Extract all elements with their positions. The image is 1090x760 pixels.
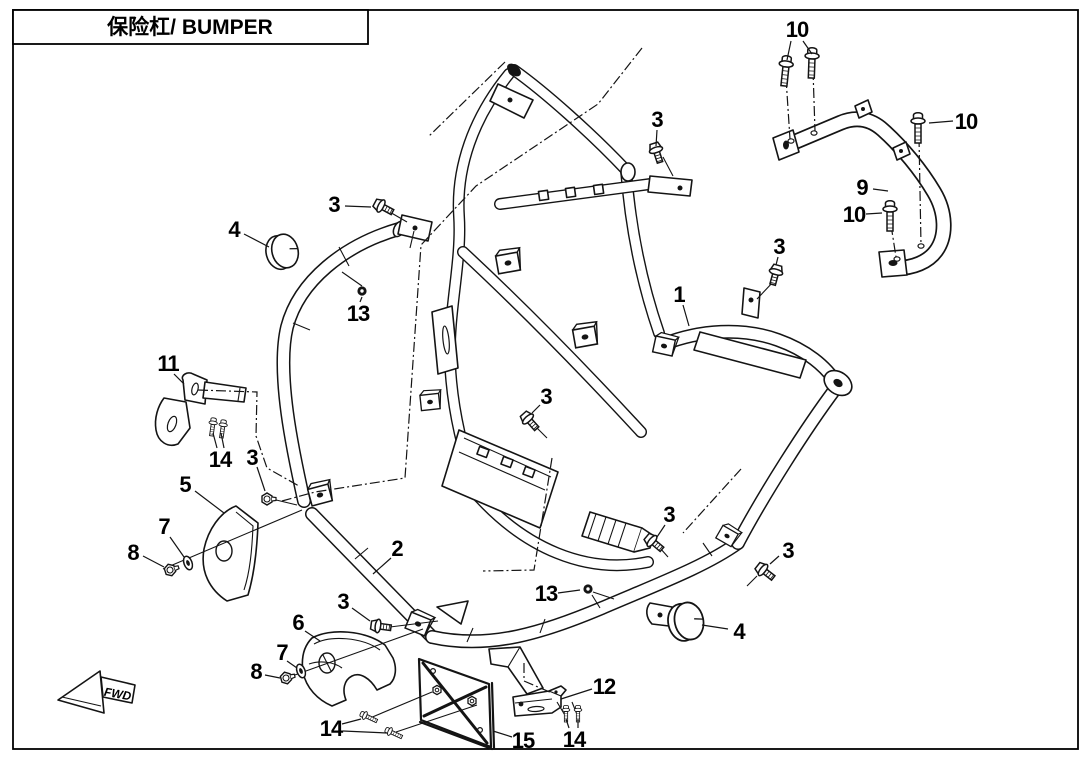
- callout-leader-2: [372, 557, 392, 575]
- callout-label-13: 13: [535, 581, 558, 606]
- phantom-reference-lines: [197, 47, 922, 694]
- callout-leader-14: [565, 718, 570, 729]
- callout-label-3: 3: [773, 234, 785, 259]
- callout-leader-9: [872, 188, 889, 192]
- callout-leader-7: [286, 660, 298, 669]
- callout-leader-5: [194, 490, 225, 514]
- callout-leader-3: [775, 256, 779, 266]
- callout-label-3: 3: [651, 107, 663, 132]
- nut-part13: [357, 286, 367, 296]
- callout-leader-3: [655, 129, 658, 147]
- callout-leader-3: [769, 555, 780, 565]
- callout-label-10: 10: [786, 17, 809, 42]
- callout-label-7: 7: [276, 640, 288, 665]
- callout-leader-12: [560, 688, 593, 700]
- callout-label-14: 14: [320, 716, 344, 741]
- nut-part13: [583, 584, 593, 594]
- callout-label-4: 4: [733, 619, 746, 644]
- callout-leader-3: [656, 524, 666, 538]
- callout-leader-3: [256, 466, 266, 492]
- callout-label-3: 3: [246, 445, 258, 470]
- bracket-part11: [154, 372, 247, 446]
- callout-label-7: 7: [158, 514, 170, 539]
- callout-leader-14: [342, 730, 388, 734]
- callout-label-8: 8: [250, 659, 262, 684]
- callout-label-8: 8: [127, 540, 139, 565]
- callout-label-3: 3: [782, 538, 794, 563]
- callout-label-11: 11: [157, 351, 179, 376]
- callout-leader-1: [682, 304, 690, 327]
- callout-label-14: 14: [209, 447, 233, 472]
- callout-label-3: 3: [337, 589, 349, 614]
- callout-label-10: 10: [843, 202, 866, 227]
- callout-label-2: 2: [391, 536, 403, 561]
- callout-leader-3: [344, 205, 372, 208]
- callout-label-3: 3: [328, 192, 340, 217]
- callout-label-14: 14: [563, 727, 587, 752]
- callout-leader-14: [220, 432, 225, 449]
- diagram-title: 保险杠/ BUMPER: [106, 15, 273, 39]
- callout-leader-14: [212, 432, 218, 449]
- callout-label-5: 5: [179, 472, 191, 497]
- callout-leader-15: [492, 730, 513, 738]
- title-block: 保险杠/ BUMPER: [12, 9, 369, 45]
- rear-bumper-drawing: [772, 99, 944, 278]
- callout-leader-11: [173, 373, 185, 385]
- front-bumper-drawing: [283, 214, 853, 642]
- callout-label-1: 1: [673, 282, 685, 307]
- callout-leader-10: [786, 40, 792, 61]
- callout-leader-14: [341, 718, 362, 725]
- fwd-label: FWD: [103, 685, 133, 704]
- guard-part5: [202, 505, 259, 602]
- callout-leader-4: [701, 624, 729, 630]
- callout-label-15: 15: [512, 728, 535, 753]
- callout-leader-13: [359, 296, 363, 303]
- callout-leader-3: [531, 404, 541, 414]
- callout-leader-4: [243, 233, 270, 248]
- callout-label-12: 12: [593, 674, 616, 699]
- small-brackets-and-covers: [154, 372, 567, 751]
- callout-leader-6: [304, 630, 321, 642]
- vehicle-frame-drawing: [418, 63, 693, 695]
- callout-label-3: 3: [540, 384, 552, 409]
- callout-leader-7: [169, 536, 185, 558]
- callout-leader-13: [557, 589, 581, 594]
- callout-leader-3: [351, 607, 371, 622]
- callout-label-4: 4: [228, 217, 241, 242]
- callout-leader-10: [865, 212, 883, 215]
- callout-label-9: 9: [856, 175, 868, 200]
- callout-label-6: 6: [292, 610, 304, 635]
- callout-leader-10: [928, 120, 954, 124]
- plate-part15: [417, 657, 496, 751]
- callout-label-13: 13: [347, 301, 370, 326]
- callout-label-3: 3: [663, 502, 675, 527]
- callout-label-10: 10: [955, 109, 978, 134]
- bracket-part12: [512, 685, 567, 717]
- callout-leader-8: [264, 674, 281, 679]
- fwd-direction-arrow: FWD: [57, 670, 136, 714]
- callout-leader-10: [802, 40, 813, 55]
- callout-leader-8: [142, 555, 165, 568]
